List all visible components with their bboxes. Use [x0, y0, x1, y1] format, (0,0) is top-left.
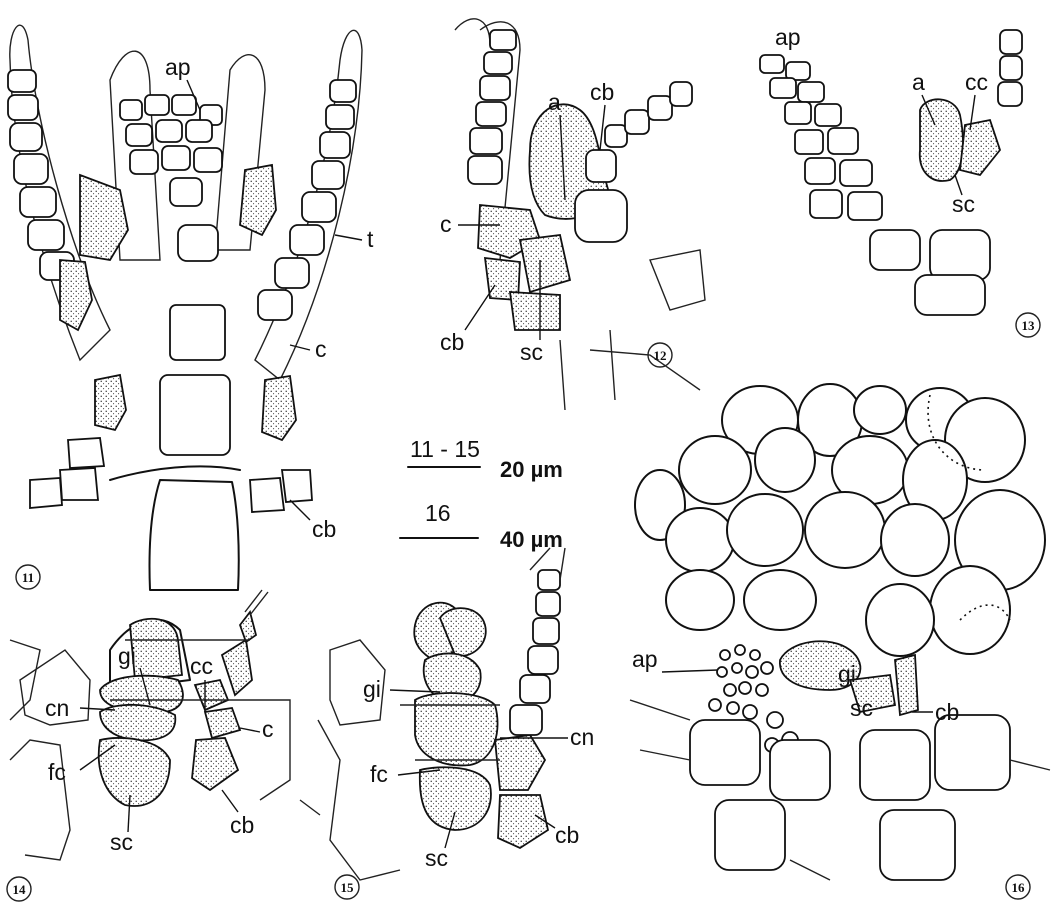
figure-11-drawing [8, 25, 362, 590]
fig14-number: 14 [13, 882, 27, 897]
fig14-label-cb: cb [230, 812, 254, 838]
fig15-number: 15 [341, 880, 355, 895]
fig11-label-cb: cb [312, 516, 336, 542]
fig13-label-sc: sc [952, 191, 975, 217]
fig15-label-sc: sc [425, 845, 448, 871]
fig14-label-cn: cn [45, 695, 69, 721]
fig15-label-cn: cn [570, 724, 594, 750]
figure-12-drawing [455, 19, 705, 410]
fig11-label-c: c [315, 336, 327, 362]
fig16-label-ap: ap [632, 646, 658, 672]
fig13-label-ap: ap [775, 24, 801, 50]
fig11-number: 11 [22, 570, 34, 585]
scale-bar-2-length: 40 µm [500, 527, 563, 552]
fig11-label-t: t [367, 226, 374, 252]
fig12-label-sc: sc [520, 339, 543, 365]
fig16-label-cb: cb [935, 699, 959, 725]
fig12-label-cb-bottom: cb [440, 329, 464, 355]
figure-16-drawing [630, 384, 1050, 880]
fig15-label-gi: gi [363, 676, 381, 702]
fig13-number: 13 [1022, 318, 1036, 333]
fig12-label-a: a [548, 89, 561, 115]
fig14-label-c: c [262, 716, 274, 742]
scale-bar-1-length: 20 µm [500, 457, 563, 482]
fig14-label-cc: cc [190, 653, 213, 679]
fig12-number: 12 [654, 348, 667, 363]
fig14-label-sc: sc [110, 829, 133, 855]
scale-bar-1-figures: 11 - 15 [410, 436, 480, 462]
fig13-label-a: a [912, 69, 925, 95]
fig12-label-c: c [440, 211, 452, 237]
fig14-label-gi: gi [118, 643, 136, 669]
fig14-label-fc: fc [48, 759, 66, 785]
fig16-number: 16 [1012, 880, 1026, 895]
scale-bar-2-figures: 16 [425, 500, 451, 526]
fig13-label-cc: cc [965, 69, 988, 95]
fig16-label-sc: sc [850, 695, 873, 721]
fig15-label-cb: cb [555, 822, 579, 848]
fig16-label-gi: gi [838, 661, 856, 687]
figure-15-drawing [300, 548, 565, 880]
fig15-label-fc: fc [370, 761, 388, 787]
scale-bars: 11 - 15 20 µm 16 40 µm [400, 436, 563, 552]
fig12-label-cb-top: cb [590, 79, 614, 105]
fig11-label-ap: ap [165, 54, 191, 80]
